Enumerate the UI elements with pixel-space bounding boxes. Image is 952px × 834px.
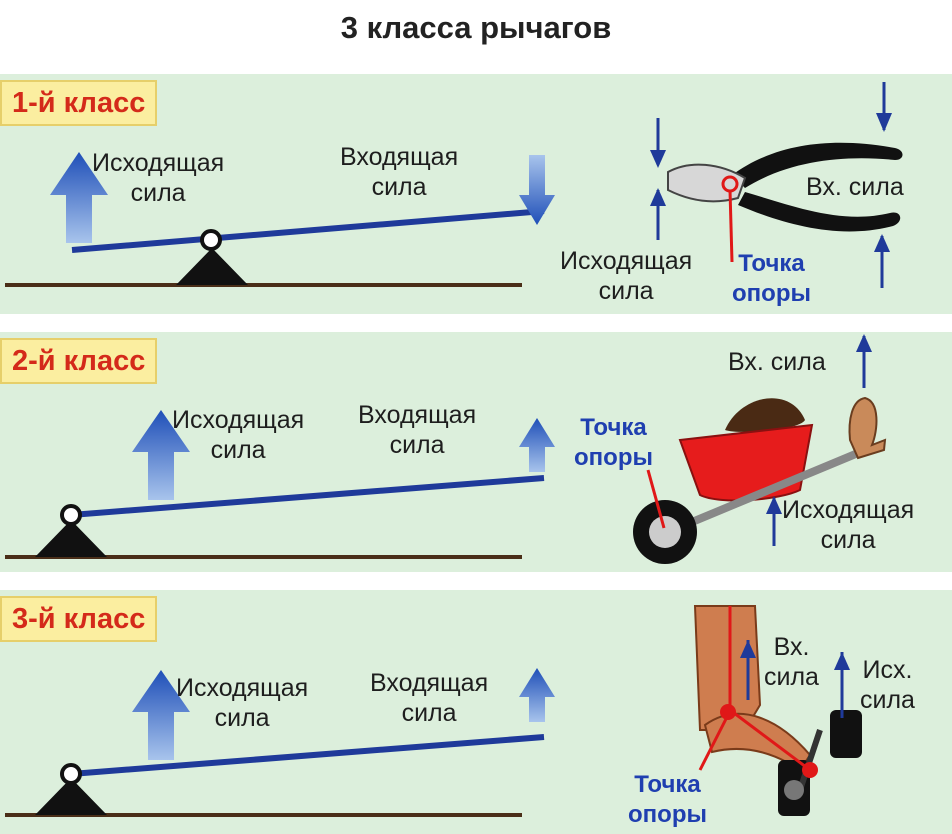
input-arrow-up xyxy=(519,418,555,472)
pivot xyxy=(200,229,222,251)
lever-class-2 xyxy=(5,410,555,559)
lever-bar xyxy=(70,475,545,518)
example-fulcrum-label: Точка опоры xyxy=(574,414,653,471)
example-input-force-label: Вх. сила xyxy=(764,633,819,691)
input-force-label: Входящая сила xyxy=(340,143,459,201)
example-output-force-label: Исходящая сила xyxy=(560,247,693,305)
pivot xyxy=(60,763,82,785)
output-arrow-up xyxy=(132,670,190,760)
example-fulcrum-label: Точка опоры xyxy=(628,771,707,828)
example-output-force-label: Исх. сила xyxy=(860,656,915,714)
fulcrum-triangle xyxy=(35,520,107,557)
example-output-force-label: Исходящая сила xyxy=(782,496,915,554)
badge-class-3: 3-й класс xyxy=(0,596,158,642)
input-force-label: Входящая сила xyxy=(358,401,477,459)
badge-class-1: 1-й класс xyxy=(0,80,158,126)
panel-class-1 xyxy=(0,74,952,314)
output-arrow-up xyxy=(50,152,108,243)
example-input-force-label: Вх. сила xyxy=(728,348,826,376)
input-arrow-down xyxy=(519,155,555,225)
example-fulcrum-label: Точка опоры xyxy=(732,250,811,307)
pliers-icon xyxy=(650,82,903,288)
arm-dumbbell-icon xyxy=(693,605,862,816)
input-arrow-up xyxy=(519,668,555,722)
input-force-label: Входящая сила xyxy=(370,669,489,727)
fulcrum-triangle xyxy=(35,778,107,815)
wheelbarrow-icon xyxy=(633,334,887,564)
lever-class-3 xyxy=(5,668,555,817)
output-force-label: Исходящая сила xyxy=(92,149,225,207)
fulcrum-triangle xyxy=(176,248,248,285)
pivot xyxy=(60,504,82,526)
output-force-label: Исходящая сила xyxy=(176,674,309,732)
lever-class-1 xyxy=(5,152,555,287)
badge-class-2: 2-й класс xyxy=(0,338,158,384)
lever-bar xyxy=(71,208,545,253)
example-input-force-label: Вх. сила xyxy=(806,173,904,201)
output-arrow-up xyxy=(132,410,190,500)
page-title: 3 класса рычагов xyxy=(340,10,612,45)
lever-bar xyxy=(70,734,545,777)
output-force-label: Исходящая сила xyxy=(172,406,305,464)
